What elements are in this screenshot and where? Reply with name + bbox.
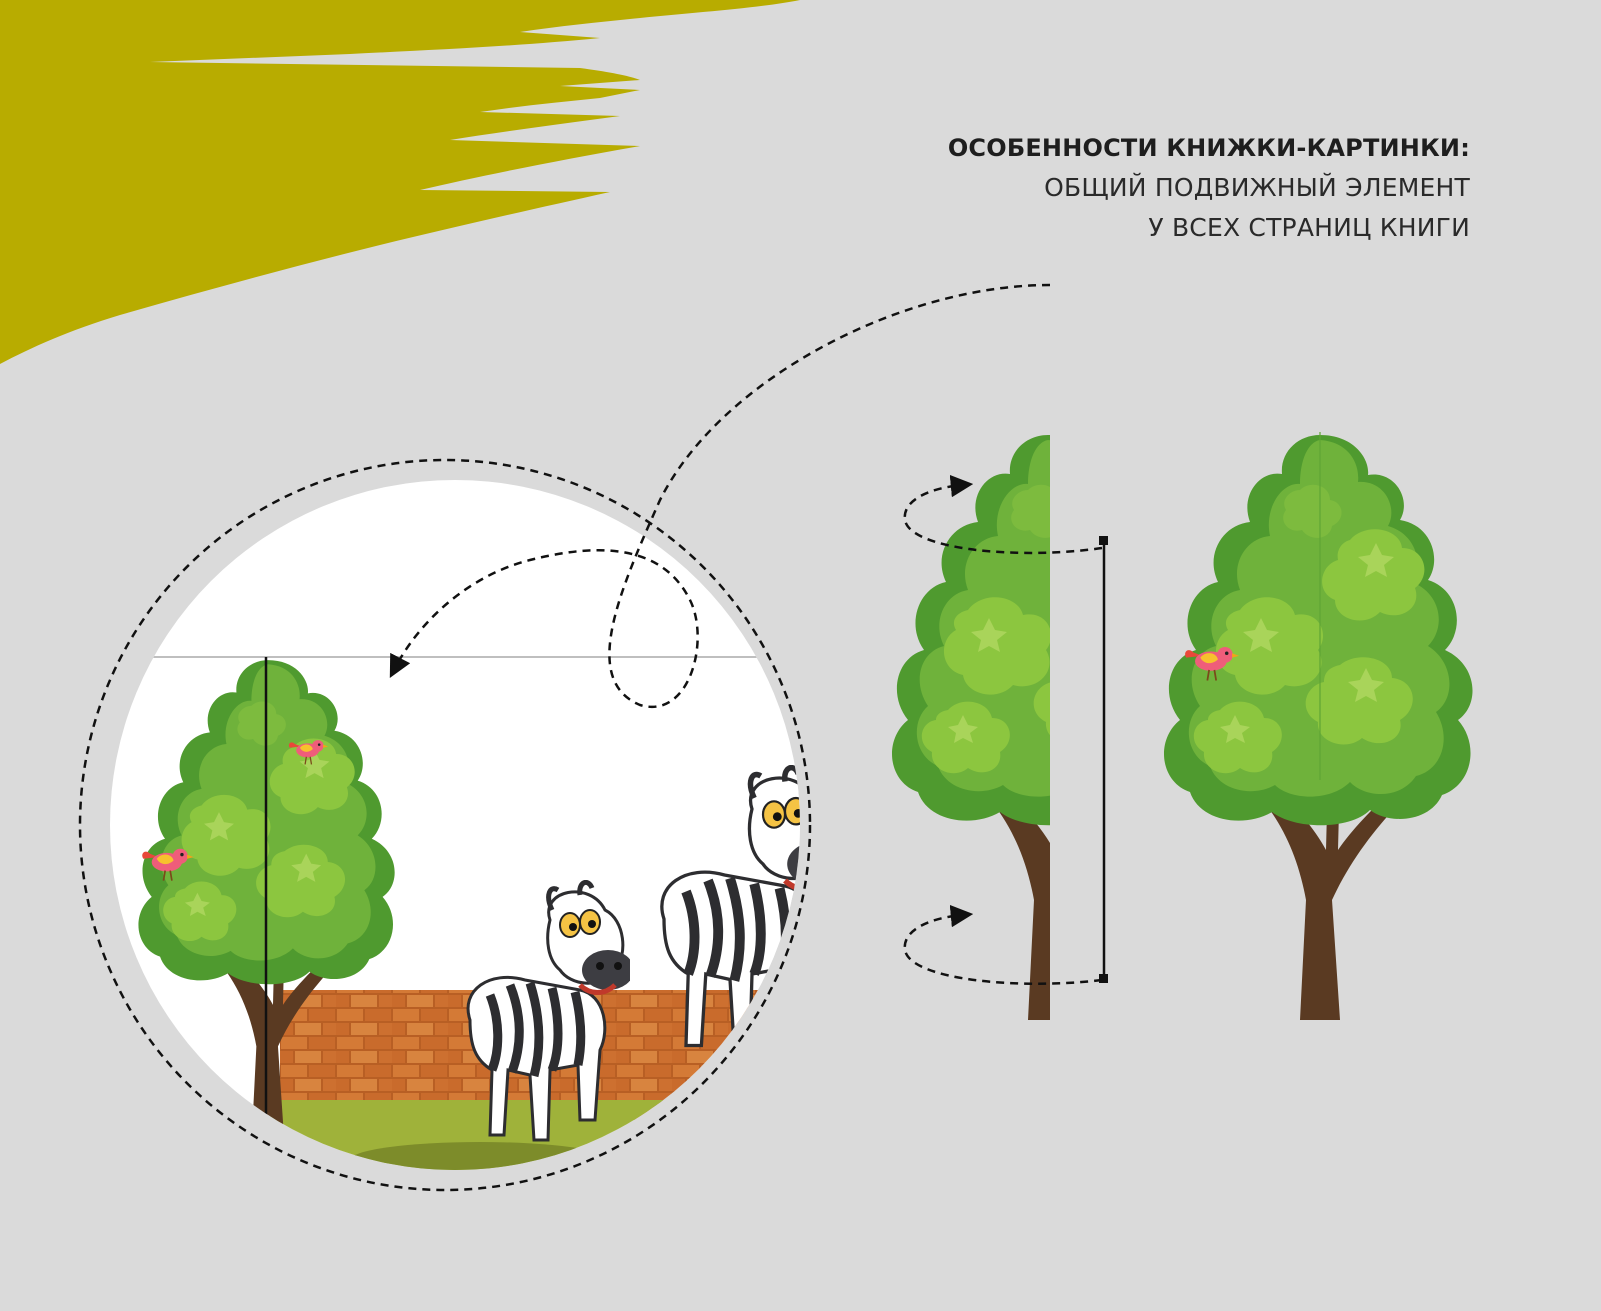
- rotation-axis: [1099, 536, 1108, 983]
- brush-stroke: [0, 0, 800, 364]
- full-tree-element: [1163, 435, 1473, 1020]
- heading-block: ОСОБЕННОСТИ КНИЖКИ-КАРТИНКИ: ОБЩИЙ ПОДВИ…: [948, 128, 1470, 248]
- heading-line-2: У ВСЕХ СТРАНИЦ КНИГИ: [1148, 213, 1470, 242]
- half-tree-element: [891, 435, 1050, 1020]
- heading-line-1: ОБЩИЙ ПОДВИЖНЫЙ ЭЛЕМЕНТ: [1044, 173, 1470, 202]
- outer-dashed-ring: [78, 458, 812, 1192]
- book-page-scene: [110, 480, 800, 1170]
- heading-title: ОСОБЕННОСТИ КНИЖКИ-КАРТИНКИ:: [947, 134, 1470, 162]
- rotation-arrow-top: [903, 474, 1103, 555]
- rotation-arrow-bottom: [903, 904, 1103, 985]
- dashed-arrow-loop: [389, 283, 1051, 709]
